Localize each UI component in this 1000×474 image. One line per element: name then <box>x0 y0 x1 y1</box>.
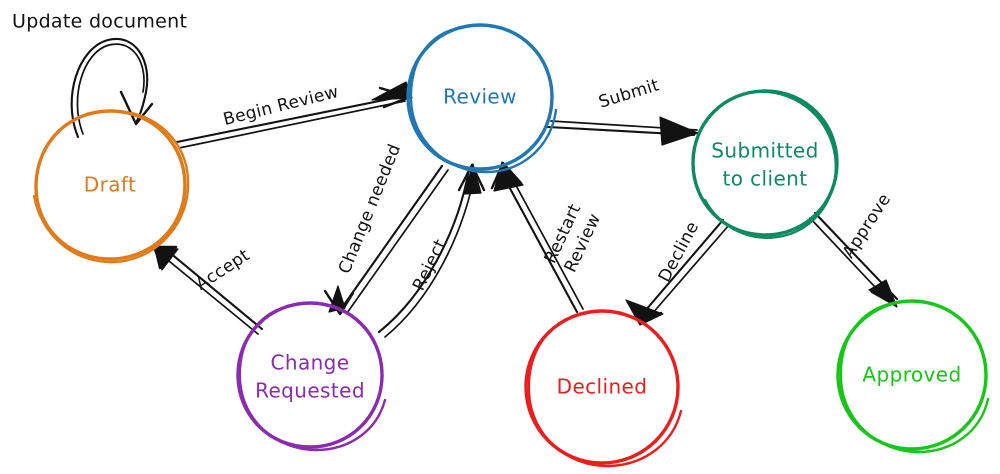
state-node-review[interactable]: Review <box>406 23 558 174</box>
transition-label-submit: Submit <box>596 75 661 112</box>
state-node-review-label: Review <box>443 85 517 109</box>
transition-reject[interactable] <box>377 163 486 338</box>
state-node-declined-ring-overstroke <box>527 311 683 468</box>
transition-submit[interactable] <box>546 116 699 146</box>
state-node-review-ring-overstroke <box>409 25 558 174</box>
transition-decline[interactable] <box>625 218 730 326</box>
transition-label-reject: Reject <box>409 236 451 294</box>
state-node-approved-ring-overstroke <box>839 301 990 454</box>
state-node-change-requested-label-line2: Requested <box>255 379 365 403</box>
state-node-submitted-label-line1: Submitted <box>711 139 818 163</box>
transition-label-update-document: Update document <box>12 11 187 33</box>
transition-restart-review[interactable] <box>490 161 584 314</box>
state-node-draft-label: Draft <box>84 173 136 197</box>
state-node-submitted-ring <box>691 89 839 237</box>
state-node-submitted[interactable]: Submitted to client <box>691 89 839 239</box>
state-node-draft-ring <box>34 109 187 261</box>
state-node-submitted-label-line2: to client <box>723 167 808 191</box>
transition-label-begin-review: Begin Review <box>221 82 340 130</box>
state-node-declined-ring <box>524 309 680 465</box>
transition-label-change-needed: Change needed <box>335 141 405 277</box>
state-node-draft-ring-overstroke <box>32 111 190 264</box>
state-node-declined[interactable]: Declined <box>524 309 683 468</box>
state-node-declined-label: Declined <box>557 375 648 399</box>
transition-update-document[interactable] <box>70 37 154 139</box>
state-node-change-requested-ring-overstroke <box>238 303 387 452</box>
state-node-approved-label: Approved <box>862 363 961 387</box>
transition-accept[interactable] <box>152 245 264 335</box>
state-node-submitted-ring-overstroke <box>703 90 838 239</box>
transition-approve[interactable] <box>809 211 899 308</box>
state-node-approved[interactable]: Approved <box>836 299 990 454</box>
state-node-change-requested[interactable]: Change Requested <box>236 301 387 452</box>
transition-label-accept: Accept <box>192 245 253 294</box>
state-node-change-requested-label-line1: Change <box>271 351 350 375</box>
transition-begin-review[interactable] <box>175 81 413 149</box>
state-node-draft[interactable]: Draft <box>32 109 190 264</box>
transition-label-approve: Approve <box>839 190 895 262</box>
